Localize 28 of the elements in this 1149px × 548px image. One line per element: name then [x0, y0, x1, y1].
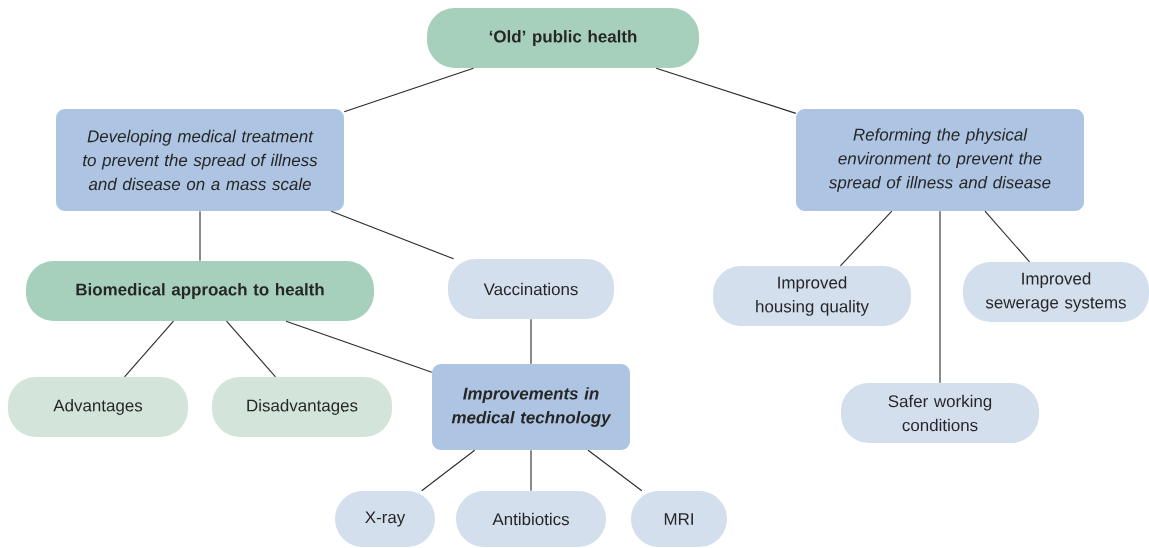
connector-line: [124, 320, 174, 378]
topic-pill: Improved sewerage systems: [963, 262, 1149, 322]
connector-line: [330, 210, 455, 260]
topic-box: Improvements in medical technology: [432, 364, 630, 450]
connector-line: [984, 210, 1031, 263]
connector-line: [587, 449, 643, 492]
heading-pill: Biomedical approach to health: [26, 261, 374, 321]
connector-line: [343, 67, 474, 113]
connector-line: [530, 318, 532, 365]
topic-pill: MRI: [631, 491, 727, 547]
topic-pill: Improved housing quality: [713, 266, 911, 326]
topic-box: Reforming the physical environment to prevent the spread of illness and disease: [796, 109, 1084, 211]
connector-line: [199, 210, 201, 262]
topic-box: Developing medical treatment to prevent the spread of illness and disease on a mass scale: [56, 109, 344, 211]
topic-pill: Antibiotics: [456, 491, 606, 547]
topic-pill: Vaccinations: [448, 259, 614, 319]
connector-line: [530, 449, 532, 492]
connector-line: [226, 320, 277, 378]
connector-line: [421, 449, 476, 492]
topic-pill: Advantages: [8, 377, 188, 437]
topic-pill: X-ray: [335, 491, 435, 547]
topic-pill: Safer working conditions: [841, 383, 1039, 443]
heading-pill: ‘Old’ public health: [427, 8, 699, 68]
topic-pill: Disadvantages: [212, 377, 392, 437]
connector-line: [655, 67, 797, 114]
connector-line: [939, 210, 941, 384]
connector-line: [839, 210, 893, 267]
connector-line: [285, 320, 433, 373]
